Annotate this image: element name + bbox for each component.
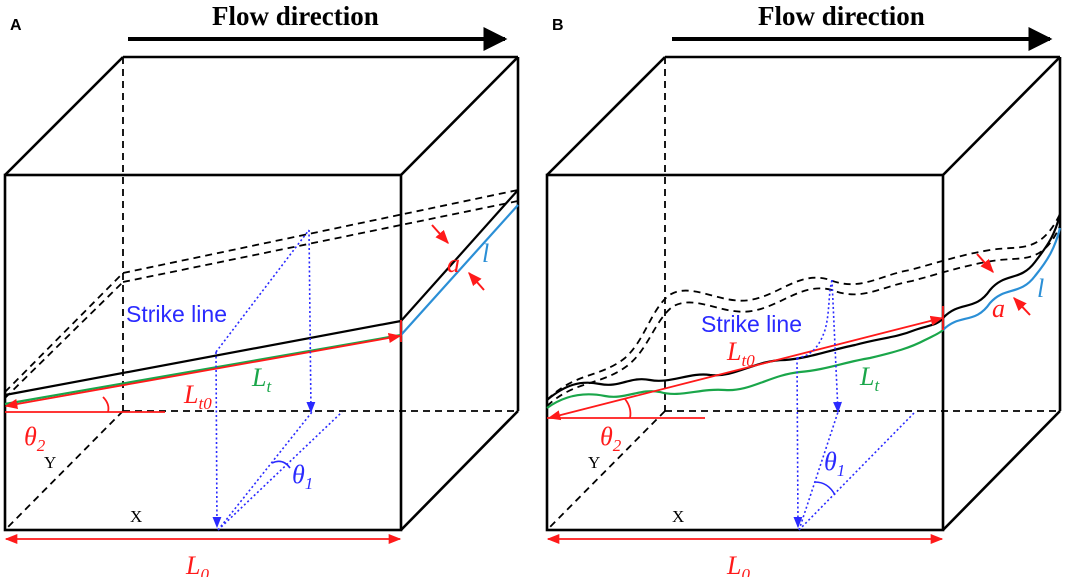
panel-a-cube-hidden — [4, 57, 519, 531]
panel-a-a-arrow-bottom — [468, 271, 485, 291]
panel-a-theta2-label: θ2 — [24, 422, 46, 455]
panel-a-flow-label: Flow direction — [212, 1, 379, 31]
panel-a-fracture-dashed — [122, 200, 519, 283]
panel-b-cube-hidden — [546, 57, 1061, 531]
panel-a-strike-construction — [212, 229, 343, 531]
panel-a-dip-dotted-2 — [217, 411, 343, 531]
panel-b-fracture-right-cyan — [942, 227, 1062, 331]
panel-b-lt0-arrow — [547, 315, 944, 421]
panel-b-cube — [545, 55, 1062, 532]
panel-a-lt0-label: Lt0 — [183, 380, 212, 413]
panel-b-l-label: l — [1037, 274, 1044, 303]
panel-a-fracture-dashed — [4, 272, 124, 393]
panel-b-lt-label: Lt — [859, 362, 880, 395]
panel-a-cube-edge — [4, 56, 124, 176]
panel-b-y-label: Y — [588, 453, 600, 472]
panel-a-a-arrow-top — [431, 224, 449, 245]
panel-b-label: B — [552, 17, 564, 34]
panel-a-lt0-arrow — [4, 333, 402, 409]
panel-a: A Flow direction — [3, 1, 520, 577]
panel-b-a-arrow-bottom — [1013, 296, 1031, 316]
panel-b-l0-label: L0 — [726, 551, 750, 577]
panel-a-theta2-arc — [102, 396, 110, 413]
panel-b-hidden-edge — [546, 410, 666, 531]
panel-b: B Flow direction — [545, 1, 1062, 577]
panel-a-fracture-dashed — [4, 281, 124, 399]
panel-b-strike-vertical — [793, 357, 803, 529]
panel-a-cube — [3, 55, 520, 532]
panel-a-fracture-dashed — [122, 189, 519, 274]
panel-b-strike-label: Strike line — [701, 311, 802, 337]
panel-a-strike-vertical — [212, 351, 222, 529]
panel-a-label: A — [10, 17, 22, 34]
panel-a-y-label: Y — [44, 453, 56, 472]
panel-b-cube-edge — [546, 56, 666, 176]
panel-a-cube-edge — [400, 410, 519, 531]
panel-b-theta1-arc — [814, 481, 836, 496]
panel-b-cube-edge — [942, 56, 1061, 176]
panel-b-theta1-label: θ1 — [824, 447, 845, 480]
panel-a-strike-label: Strike line — [126, 301, 227, 327]
panel-b-cube-edge — [942, 410, 1061, 531]
panel-a-lt-label: Lt — [251, 363, 272, 396]
panel-a-theta1-label: θ1 — [292, 460, 313, 493]
panel-a-strike-dotted — [215, 229, 310, 353]
panel-b-lt0-label: Lt0 — [726, 337, 755, 370]
panel-a-fracture-right-black — [400, 189, 519, 322]
panel-b-flow-label: Flow direction — [758, 1, 925, 31]
panel-b-fracture-right-black — [942, 213, 1062, 319]
panel-a-a-label: a — [447, 249, 460, 278]
panel-b-dip-dotted-2 — [798, 411, 916, 531]
panel-a-hidden-edge — [4, 410, 124, 531]
panel-a-x-label: X — [130, 507, 142, 526]
panel-a-cube-edge — [400, 56, 519, 176]
panel-a-l-label: l — [482, 239, 489, 268]
panel-a-fracture-right-cyan — [400, 204, 519, 336]
panel-b-x-label: X — [672, 507, 684, 526]
panel-a-cube-front-face — [3, 173, 403, 532]
panel-b-a-arrow-top — [976, 253, 994, 274]
panel-a-l0-label: L0 — [185, 551, 209, 577]
panel-a-theta1-arc — [271, 460, 291, 469]
panel-b-theta2-arc — [624, 398, 632, 419]
panel-b-dip-dotted — [798, 411, 839, 531]
panel-b-a-label: a — [992, 294, 1005, 323]
panel-b-strike-construction — [793, 279, 916, 531]
panel-b-theta2-label: θ2 — [600, 422, 622, 455]
panel-b-strike-dotted — [796, 279, 833, 359]
panel-a-strike-drop — [306, 229, 316, 414]
panel-b-fracture-dashed-lower — [546, 225, 1061, 407]
